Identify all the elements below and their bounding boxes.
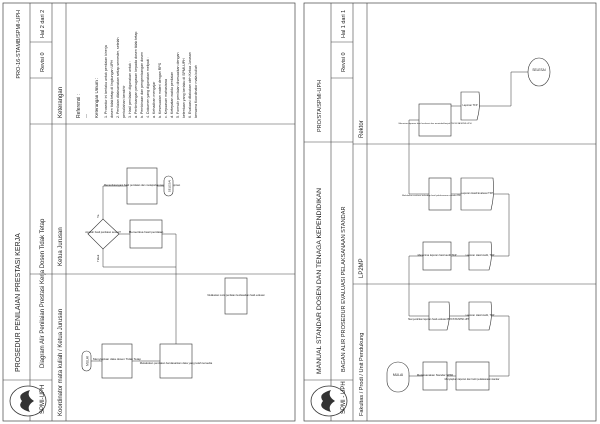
svg-text:Laporan Hasil Audit, TFP: Laporan Hasil Audit, TFP (466, 313, 495, 317)
doc-title: PROSEDUR PENILAIAN PRESTASI KERJA (15, 233, 22, 372)
process-box: Melakukan penilaian berdasarkan data yan… (140, 343, 213, 379)
process-box: Menyiapkan data dosen Tidak Tetap (93, 343, 141, 379)
unit-label: SPMI-UPH (40, 385, 46, 414)
svg-text:2. Penilaian dilaksanakan seti: 2. Penilaian dilaksanakan setiap semeste… (116, 37, 120, 118)
procedure-page-penilaian: PROSEDUR PENILAIAN PRESTASI KERJA PRO-16… (0, 0, 298, 424)
svg-text:Melakukan penilaian berdasarka: Melakukan penilaian berdasarkan data yan… (140, 361, 213, 365)
svg-text:1. Prosedur ini berlaku untuk: 1. Prosedur ini berlaku untuk penilaian … (104, 45, 108, 118)
process-box: Menerima laporan hasil audit TFP (418, 241, 457, 271)
doc-code: PRO-16-STAMB/SPMI-UPH (16, 10, 22, 79)
process-box: Melakukan revisi penilaian berdasarkan h… (207, 277, 265, 315)
svg-text:Laporan Hasil Evaluasi TFP: Laporan Hasil Evaluasi TFP (461, 191, 493, 195)
start-terminator: MULAI (81, 350, 92, 372)
revision-label: Revisi 0 (40, 52, 46, 72)
svg-text:Menerima laporan hasil evaluas: Menerima laporan hasil evaluasi dan meni… (399, 122, 472, 125)
svg-text:Ya: Ya (96, 214, 100, 218)
process-box: Menandatangani hasil penilaian dan melap… (104, 167, 181, 205)
svg-text:Memeriksa hasil penilaian: Memeriksa hasil penilaian (129, 230, 164, 234)
column-header-actor2: Ketua Jurusan (58, 227, 64, 266)
svg-text:perkuliahan berakhir: perkuliahan berakhir (122, 85, 126, 118)
svg-text:Menyerahkan laporan hasil eval: Menyerahkan laporan hasil evaluasi PRO/S… (408, 318, 470, 321)
process-box: Melaksanakan Standar SPMI (417, 361, 453, 391)
svg-text:MULAI: MULAI (85, 356, 89, 366)
svg-text:Laporan TFP: Laporan TFP (462, 103, 477, 107)
svg-text:Referensi :: Referensi : (76, 94, 82, 118)
decision-diamond: Apakah hasil penilaian sesuai? Ya Tidak (85, 214, 121, 262)
procedure-page-evaluasi: MANUAL STANDAR DOSEN DAN TENAGA KEPENDID… (301, 0, 599, 424)
document-box: Menyerahkan laporan hasil evaluasi PRO/S… (408, 301, 470, 331)
column-header-actor1: Fakultas / Prodi / Unit Pendukung (359, 333, 365, 416)
column-header-actor3: Rektor (359, 120, 365, 138)
svg-text:5. Formulir penilaian disesuai: 5. Formulir penilaian disesuaikan dengan (176, 52, 180, 118)
page-number: Hal 2 dari 2 (40, 10, 46, 38)
doc-subtitle: BAGAN ALIR PROSEDUR EVALUASI PELAKSANAAN… (341, 207, 347, 372)
svg-text:Menandatangani hasil penilaian: Menandatangani hasil penilaian dan melap… (104, 183, 181, 187)
unit-label: SPMI - UPH (341, 381, 347, 414)
svg-text:b. Pembinaan dan pengembangan: b. Pembinaan dan pengembangan dosen (140, 52, 144, 118)
flowchart-evaluasi: MANUAL STANDAR DOSEN DAN TENAGA KEPENDID… (303, 2, 597, 422)
column-header-notes: Keterangan (58, 87, 64, 118)
revision-label: Revisi 0 (341, 52, 347, 72)
process-box: Menerima laporan hasil evaluasi dan meni… (399, 103, 472, 137)
process-box: Melakukan evaluasi terhadap hasil pelaks… (402, 177, 478, 211)
svg-text:Apakah hasil penilaian sesuai?: Apakah hasil penilaian sesuai? (85, 230, 121, 234)
svg-text:Laporan Hasil Audit, TFP: Laporan Hasil Audit, TFP (466, 253, 495, 257)
doc-title: MANUAL STANDAR DOSEN DAN TENAGA KEPENDID… (316, 188, 323, 374)
svg-text:Keterangan Umum :: Keterangan Umum : (94, 78, 99, 118)
document-box: Laporan TFP (460, 91, 480, 121)
svg-text:a. Pertimbangan penugasan kepa: a. Pertimbangan penugasan kepada dosen t… (134, 32, 138, 118)
svg-text:Melakukan evaluasi terhadap ha: Melakukan evaluasi terhadap hasil pelaks… (402, 194, 478, 197)
svg-text:MULAI: MULAI (393, 373, 403, 377)
svg-text:SELESAI: SELESAI (167, 180, 171, 193)
logo-emblem (310, 385, 348, 417)
logo-emblem (9, 385, 47, 417)
svg-text:SELESAI: SELESAI (532, 68, 545, 72)
svg-text:3. Hasil penilaian digunakan u: 3. Hasil penilaian digunakan untuk : (128, 61, 132, 118)
document-box: Laporan Hasil Audit, TFP (466, 301, 495, 331)
svg-text:ketentuan yang berlaku di SPMI: ketentuan yang berlaku di SPMI-UPH (182, 58, 186, 118)
flowchart-penilaian: PROSEDUR PENILAIAN PRESTASI KERJA PRO-16… (2, 2, 296, 422)
doc-code: PRO/STA/SPMI-UPH (317, 80, 323, 132)
process-box: Memeriksa hasil penilaian (129, 219, 164, 249)
svg-text:Tidak: Tidak (96, 254, 100, 262)
document-box: Laporan Hasil Evaluasi TFP (460, 177, 494, 211)
document-box: Laporan Hasil Audit, TFP (466, 241, 495, 271)
svg-text:Melaksanakan Standar SPMI: Melaksanakan Standar SPMI (417, 373, 453, 377)
svg-text:a. Kehadiran mengajar: a. Kehadiran mengajar (152, 81, 156, 118)
svg-text:c. Kepuasan mahasiswa: c. Kepuasan mahasiswa (164, 79, 168, 118)
svg-text:Melakukan revisi penilaian ber: Melakukan revisi penilaian berdasarkan h… (207, 294, 264, 297)
svg-text:dosen tidak tetap di lingkunga: dosen tidak tetap di lingkungan UPH (110, 59, 114, 118)
svg-text:d. Ketepatan waktu penilaian: d. Ketepatan waktu penilaian (170, 72, 174, 118)
doc-subtitle: Diagram Alir Penilaian Prestasi Kerja Do… (40, 218, 46, 368)
svg-text:bersama Koordinator mata kulia: bersama Koordinator mata kuliah (194, 65, 198, 118)
start-terminator: MULAI (386, 361, 410, 393)
column-header-actor2: LP2MP (359, 258, 365, 278)
notes-panel: Referensi : — Keterangan Umum : 1. Prose… (76, 32, 198, 118)
svg-text:6. Evaluasi dilakukan oleh Ket: 6. Evaluasi dilakukan oleh Ketua Jurusan (188, 52, 192, 118)
end-terminator: SELESAI (163, 175, 174, 197)
svg-text:Menerima laporan hasil audit T: Menerima laporan hasil audit TFP (418, 253, 457, 257)
svg-text:—: — (83, 114, 88, 118)
svg-text:Menyiapkan data dosen Tidak Te: Menyiapkan data dosen Tidak Tetap (93, 357, 141, 361)
svg-text:Menyiapkan laporan dan bukti p: Menyiapkan laporan dan bukti pelaksanaan… (445, 378, 500, 381)
svg-text:4. Dokumen yang digunakan meli: 4. Dokumen yang digunakan meliputi : (146, 57, 150, 118)
svg-text:b. Kesesuaian materi dengan RP: b. Kesesuaian materi dengan RPS (158, 62, 162, 118)
column-header-actor1: Koordinator mata kuliah / Ketua Jurusan (58, 309, 64, 416)
process-box: Menyiapkan laporan dan bukti pelaksanaan… (445, 361, 500, 391)
page-number: Hal 1 dari 1 (341, 10, 347, 38)
end-terminator: SELESAI (527, 57, 551, 87)
